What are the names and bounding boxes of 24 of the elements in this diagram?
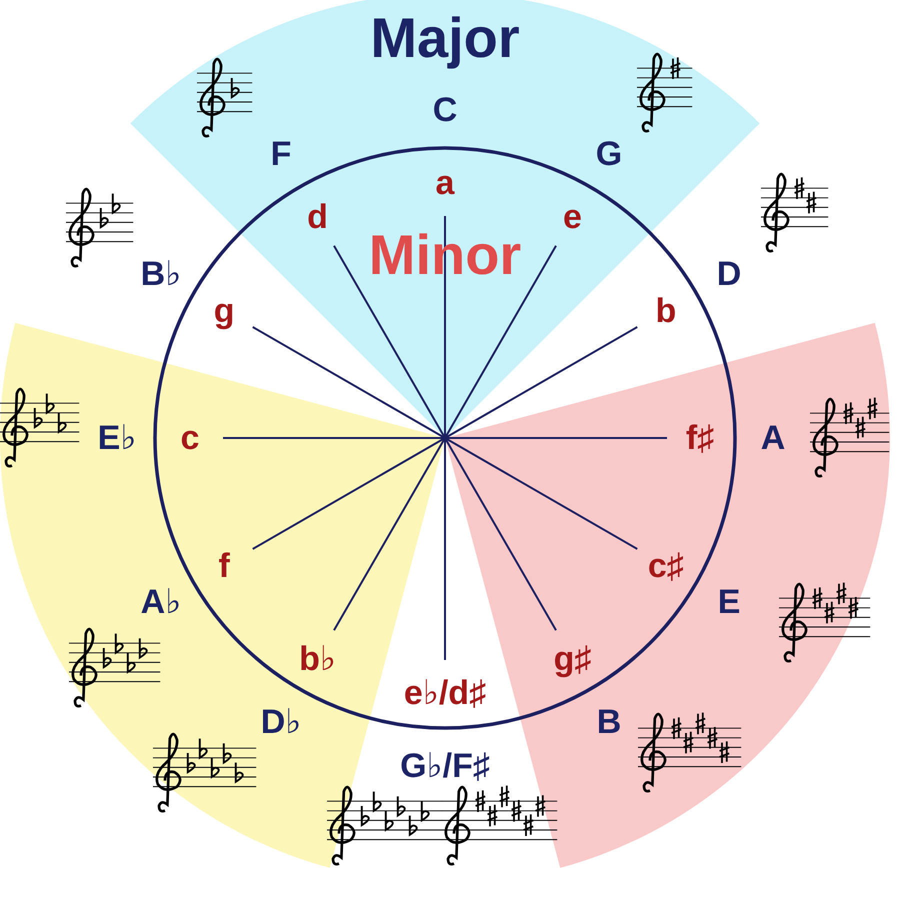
major-key-label: B [596,705,622,740]
major-key-label: C [432,93,458,127]
major-key-label: A [760,421,786,455]
minor-key-label: c♯ [648,548,684,582]
major-key-label: D♭ [260,705,302,740]
major-key-label: F [270,136,292,171]
minor-key-label: c [180,421,200,455]
minor-key-label: g [214,294,235,328]
major-key-label: D [716,257,742,291]
minor-key-label: g♯ [554,642,592,676]
minor-key-label: e♭/d♯ [404,676,486,710]
minor-key-label: b [655,294,676,328]
minor-key-label: e [563,200,582,234]
major-key-label: B♭ [140,257,182,291]
minor-key-label: b♭ [299,642,336,676]
minor-key-label: a [436,166,454,200]
major-key-label: A♭ [140,585,182,619]
major-key-label: E [718,585,740,619]
major-key-label: G♭/F♯ [400,749,490,783]
major-key-label: G [596,136,622,171]
major-key-label: E♭ [98,421,136,455]
minor-key-label: f [218,548,230,582]
minor-key-label: f♯ [686,421,714,455]
minor-key-label: d [307,200,328,234]
